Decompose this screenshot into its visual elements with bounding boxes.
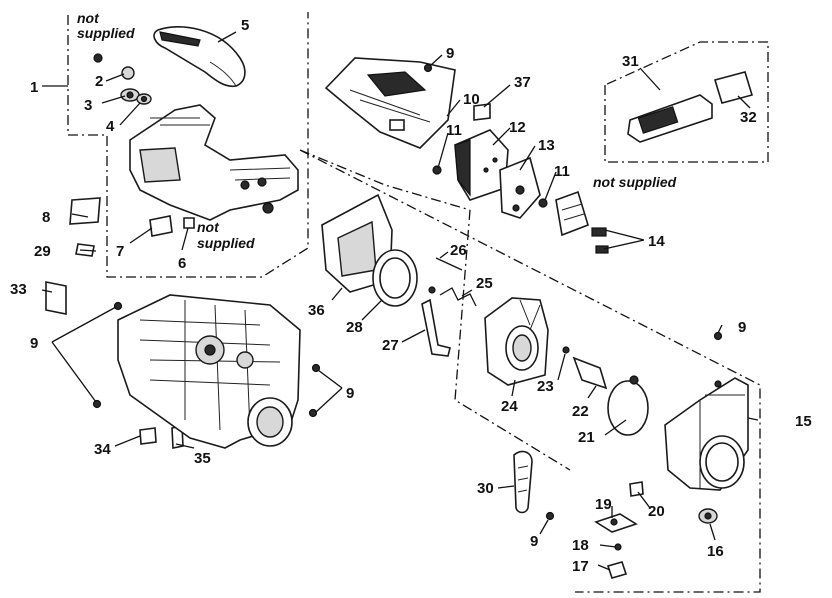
label-17: 17	[572, 558, 589, 575]
part-9-screw-top	[423, 63, 433, 73]
part-28-ring	[372, 249, 418, 307]
part-handle-frame	[129, 104, 299, 221]
part-main-chassis	[117, 294, 301, 449]
label-9-right: 9	[346, 385, 354, 402]
part-21-filter	[607, 375, 649, 436]
label-4: 4	[106, 118, 115, 135]
label-1: 1	[30, 79, 38, 96]
label-9-front: 9	[738, 319, 746, 336]
part-9-screw-right-a	[311, 363, 321, 373]
label-35: 35	[194, 450, 211, 467]
part-17-clip	[606, 561, 628, 579]
label-7: 7	[116, 243, 124, 260]
label-20: 20	[648, 503, 665, 520]
note-not-supplied-top-2: supplied	[77, 25, 135, 41]
label-6: 6	[178, 255, 186, 272]
label-13: 13	[538, 137, 555, 154]
label-23: 23	[537, 378, 554, 395]
group-box-31	[604, 41, 769, 163]
part-11-screw-b	[538, 198, 548, 208]
label-37: 37	[514, 74, 531, 91]
label-11-a: 11	[446, 122, 462, 139]
part-27-lever	[421, 298, 451, 357]
part-4-knob	[136, 93, 152, 105]
label-16: 16	[707, 543, 724, 560]
leader-lines	[41, 31, 759, 571]
label-32: 32	[740, 109, 757, 126]
label-36: 36	[308, 302, 325, 319]
label-30: 30	[477, 480, 494, 497]
label-27: 27	[382, 337, 399, 354]
part-9-screw-front	[713, 331, 723, 341]
part-37-sheet	[473, 103, 491, 121]
part-9-screw-bottom	[545, 511, 555, 521]
part-6-chip	[183, 217, 195, 229]
part-8-label	[69, 197, 101, 225]
label-5: 5	[241, 17, 249, 34]
label-26: 26	[450, 242, 467, 259]
label-9-left: 9	[30, 335, 38, 352]
label-14: 14	[648, 233, 665, 250]
part-13-bracket	[499, 156, 541, 219]
label-33: 33	[10, 281, 27, 298]
note-not-supplied-top-1: not	[77, 10, 100, 26]
part-10-top-panel	[324, 57, 456, 149]
part-30-lid	[513, 450, 533, 514]
label-22: 22	[572, 403, 589, 420]
part-22-bracket	[572, 356, 608, 390]
part-5-handle-cover	[153, 26, 246, 88]
note-not-supplied-right: not supplied	[593, 174, 677, 190]
part-9-screw-right-b	[308, 408, 318, 418]
part-12-board	[454, 129, 509, 201]
label-31: 31	[622, 53, 639, 70]
group-box-1	[67, 12, 309, 278]
part-14-connector	[555, 190, 609, 254]
part-7-bracket	[149, 215, 173, 237]
part-2-screw	[93, 53, 135, 80]
label-28: 28	[346, 319, 363, 336]
part-23-pin	[562, 346, 570, 354]
part-33-sheet	[45, 281, 67, 315]
note-not-supplied-mid-2: supplied	[197, 235, 255, 251]
label-19: 19	[595, 496, 612, 513]
part-16-nut	[698, 508, 718, 524]
label-15: 15	[795, 413, 812, 430]
label-25: 25	[476, 275, 493, 292]
part-26-wire	[435, 257, 463, 271]
label-2: 2	[95, 73, 103, 90]
label-8: 8	[42, 209, 50, 226]
label-3: 3	[84, 97, 92, 114]
part-20-sheet	[629, 481, 644, 497]
part-9-screw-left-b	[92, 399, 102, 409]
label-9-top: 9	[446, 45, 454, 62]
label-34: 34	[94, 441, 111, 458]
label-18: 18	[572, 537, 589, 554]
part-9-screw-left-a	[113, 301, 123, 311]
note-not-supplied-mid-1: not	[197, 219, 220, 235]
part-15-front-housing	[664, 377, 749, 491]
label-9-bottom: 9	[530, 533, 538, 550]
label-24: 24	[501, 398, 518, 415]
part-11-screw-a	[432, 165, 442, 175]
part-19-bracket	[594, 513, 638, 533]
label-11-b: 11	[554, 163, 570, 180]
part-34-sheet	[139, 427, 157, 445]
part-32-sheet	[713, 71, 754, 104]
part-24-lens-housing	[484, 297, 549, 386]
part-31-remote	[627, 94, 713, 143]
part-3-knob	[120, 88, 140, 102]
label-10: 10	[463, 91, 480, 108]
part-25-spring	[428, 286, 477, 307]
label-12: 12	[509, 119, 526, 136]
label-29: 29	[34, 243, 51, 260]
label-21: 21	[578, 429, 595, 446]
group-box-15	[299, 149, 761, 593]
